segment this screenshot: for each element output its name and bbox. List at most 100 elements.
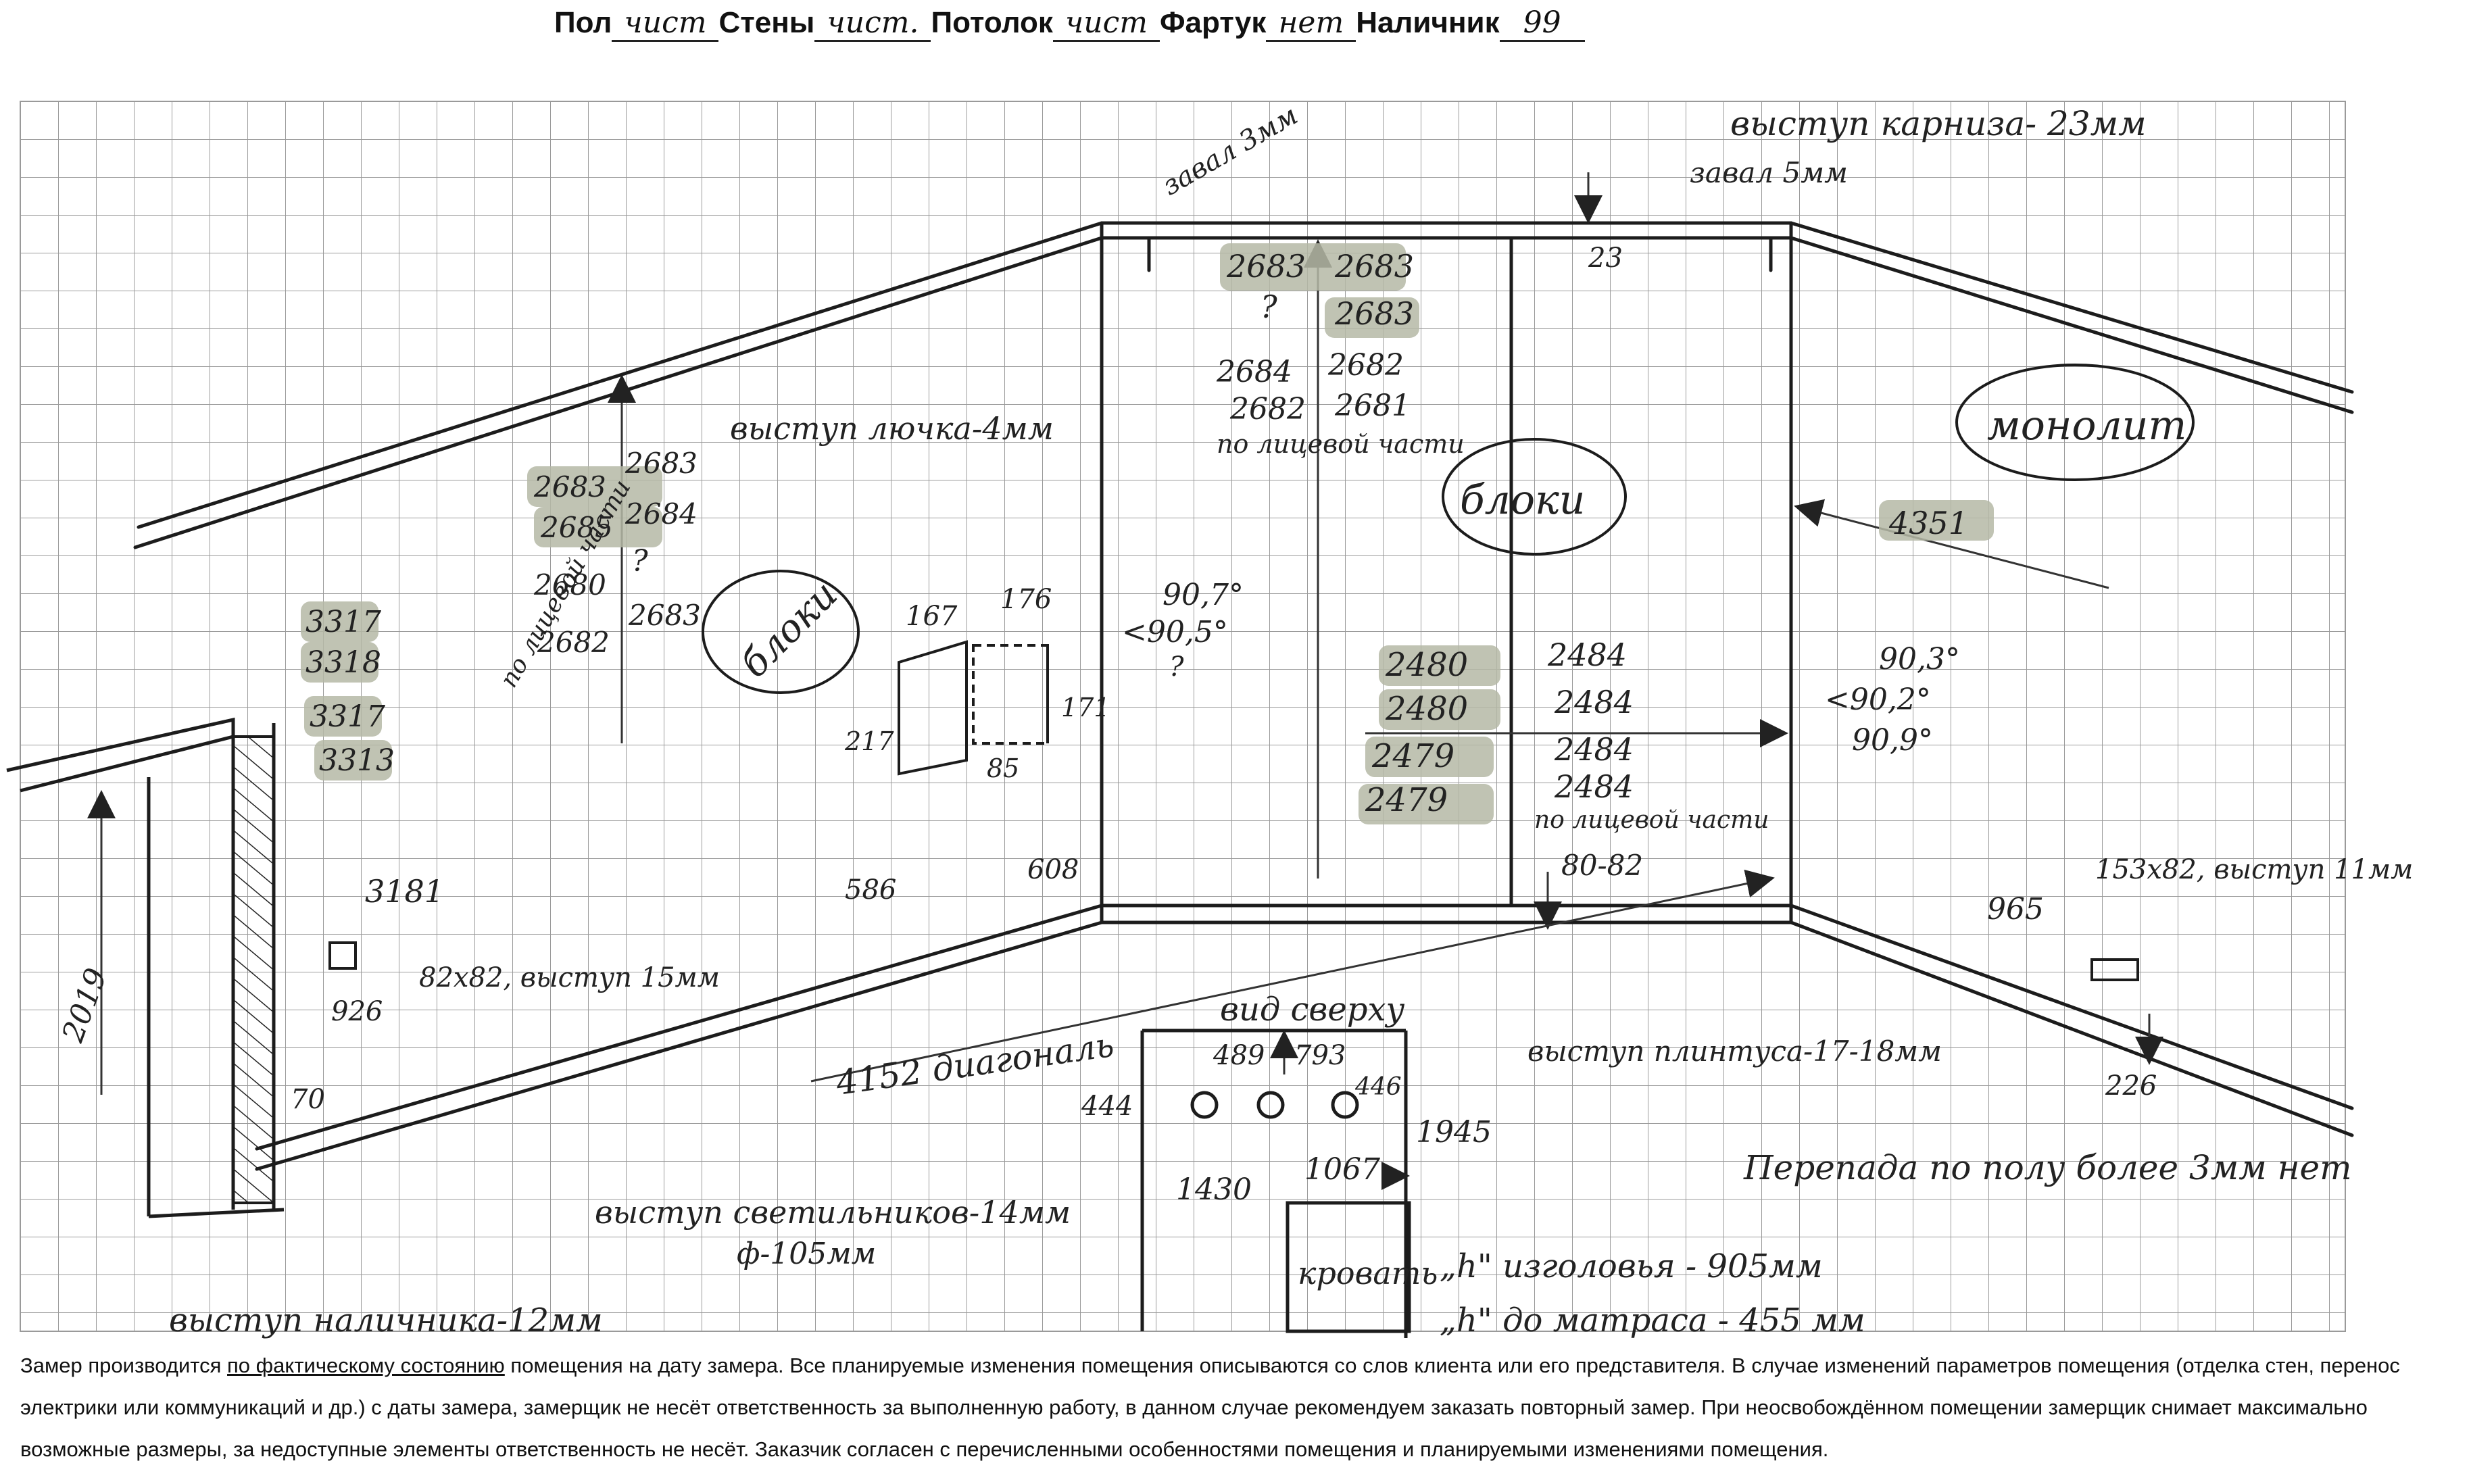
hatch-dim-85: 85 (987, 753, 1019, 783)
center-mid: 2683 (1334, 295, 1414, 332)
center-face: по лицевой части (1217, 429, 1465, 459)
monolit: монолит (1987, 402, 2186, 449)
left-top-3: 2685 (540, 511, 613, 544)
socket-left-h: 926 (331, 996, 383, 1027)
tv-1945: 1945 (1416, 1115, 1492, 1149)
footer-p1-underlined: по фактическому состоянию (227, 1354, 505, 1377)
left-h-2: 3318 (305, 645, 381, 680)
hatch-dim-171: 171 (1061, 693, 1110, 722)
center-pair-3: 2682 (1229, 392, 1306, 426)
floor-label: Пол (554, 6, 612, 39)
lights-label: выступ светильников-14мм (595, 1194, 1071, 1231)
hatch-label: выступ лючка-4мм (730, 410, 1054, 447)
low-right-3: 2484 (1554, 731, 1634, 768)
socket-left (328, 941, 357, 970)
low-left-2: 2480 (1385, 690, 1468, 728)
bloki-center-oval (1442, 438, 1627, 555)
tv-1067: 1067 (1304, 1152, 1380, 1187)
apron-value: нет (1266, 5, 1356, 42)
left-top-4: 2684 (625, 497, 698, 530)
tv-1430: 1430 (1176, 1172, 1252, 1207)
center-pair-1: 2684 (1216, 355, 1292, 389)
footer-p1: Замер производится (20, 1354, 228, 1377)
skirting-prot: выступ плинтуса-17-18мм (1527, 1035, 1942, 1068)
highlights (301, 243, 1994, 824)
ceiling-label: Потолок (931, 6, 1053, 39)
skirting-h: 80-82 (1561, 849, 1643, 882)
socket-right-dist: 965 (1987, 892, 2044, 926)
footer-p1-rest: помещения на дату замера. Все планируемы… (20, 1354, 2400, 1461)
low-right-1: 2484 (1547, 637, 1627, 673)
monolit-oval (1955, 364, 2195, 481)
low-right-2: 2484 (1554, 684, 1634, 720)
ceiling-value: чист (1052, 5, 1160, 42)
hatch-dim-176: 176 (1000, 584, 1052, 615)
walls-value: чист. (814, 5, 931, 42)
cornice-label: выступ карниза- 23мм (1730, 104, 2147, 143)
cornice-num: 23 (1588, 243, 1623, 274)
socket-right-h: 226 (2105, 1070, 2157, 1102)
headboard-label: „h" изголовья - 905мм (1440, 1247, 1823, 1285)
hatch-dim-608: 608 (1027, 854, 1079, 885)
socket-left-size: 82x82, выступ 15мм (419, 962, 720, 993)
left-h-4: 3313 (319, 743, 395, 778)
trim-hatch (232, 735, 275, 1204)
tv-793: 793 (1294, 1040, 1346, 1071)
angle-l-3: ? (1169, 651, 1184, 683)
angle-l-2: <90,5° (1122, 615, 1228, 649)
angle-r-3: 90,9° (1852, 723, 1933, 758)
left-h-3: 3317 (310, 699, 385, 734)
center-pair-4: 2681 (1334, 389, 1411, 423)
trim-value: 99 (1499, 5, 1585, 42)
floor-value: чист (612, 5, 719, 42)
access-hatch (898, 640, 1049, 776)
left-h-1: 3317 (305, 605, 381, 639)
low-left-3: 2479 (1371, 737, 1454, 775)
hatch-dim-217: 217 (844, 726, 894, 756)
apron-label: Фартук (1159, 6, 1267, 39)
left-bottom-1: 2680 (533, 568, 606, 601)
right-wall-len: 4351 (1888, 505, 1968, 541)
trim-protrusion: выступ наличника-12мм (169, 1302, 603, 1339)
hatch-dim-167: 167 (906, 601, 958, 632)
low-right-4: 2484 (1554, 768, 1634, 805)
trim-label: Наличник (1356, 6, 1500, 39)
bloki-left-oval (702, 570, 860, 694)
left-top-1: 2683 (533, 470, 606, 503)
center-top-1: 2683 (1226, 248, 1306, 285)
low-left-4: 2479 (1365, 781, 1448, 819)
center-pair-2: 2682 (1327, 348, 1404, 382)
low-face: по лицевой части (1534, 806, 1769, 834)
floor-diff: Перепада по полу более 3мм нет (1743, 1148, 2352, 1187)
bloki-center: блоки (1460, 476, 1585, 524)
mattress-label: „h" до матраса - 455 мм (1440, 1302, 1865, 1339)
room-outline (133, 221, 2354, 1171)
socket-left-dist: 3181 (365, 873, 444, 910)
angle-r-1: 90,3° (1879, 642, 1960, 676)
low-left-1: 2480 (1385, 646, 1468, 684)
left-top-2: 2683 (625, 447, 698, 480)
top-view-label: вид сверху (1220, 991, 1405, 1029)
tv-444: 444 (1081, 1091, 1133, 1122)
angle-l-1: 90,7° (1163, 578, 1244, 612)
zaval-right: завал 5мм (1690, 156, 1848, 189)
socket-right (2090, 958, 2139, 981)
socket-right-size: 153х82, выступ 11мм (2095, 854, 2413, 885)
left-bottom-2: 2682 (537, 626, 610, 659)
center-q: ? (1261, 289, 1277, 325)
trim-70: 70 (291, 1084, 325, 1115)
tv-489: 489 (1213, 1040, 1265, 1071)
tv-446: 446 (1354, 1073, 1402, 1101)
hatch-dim-586: 586 (845, 874, 896, 906)
left-bottom-3: 2683 (628, 599, 701, 632)
left-q: ? (632, 544, 648, 578)
walls-label: Стены (718, 6, 815, 39)
angle-r-2: <90,2° (1825, 683, 1931, 717)
lights-d: ф-105мм (737, 1237, 876, 1271)
center-top-2: 2683 (1334, 248, 1414, 285)
bed-label: кровать (1298, 1255, 1438, 1291)
footer-note: Замер производится по фактическому состо… (20, 1345, 2426, 1470)
